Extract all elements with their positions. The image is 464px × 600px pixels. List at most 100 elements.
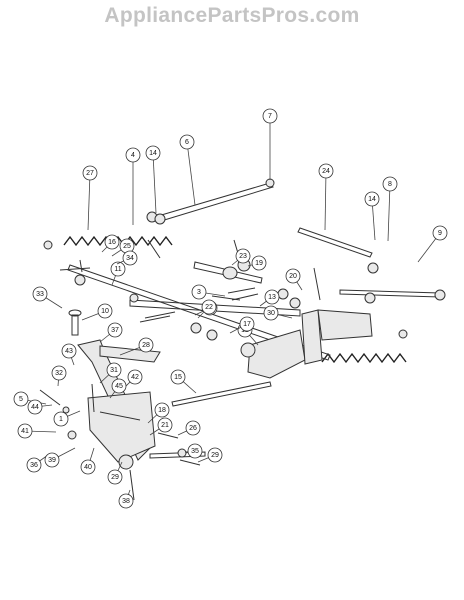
shaft-part (129, 299, 301, 317)
link-part (79, 259, 83, 273)
callout-number: 34 (126, 255, 134, 262)
callout-number: 36 (30, 462, 38, 469)
callout-number: 30 (267, 310, 275, 317)
nut-part (62, 406, 70, 414)
callout-bubble (107, 322, 123, 338)
callout-bubble (122, 250, 138, 266)
bolt-part (129, 469, 135, 501)
callout-number: 38 (122, 498, 130, 505)
bolt-part (91, 383, 95, 413)
callout-33: 33 (32, 286, 63, 309)
callout-31: 31 (99, 362, 122, 384)
callout-number: 14 (368, 196, 376, 203)
plate-part (301, 309, 323, 365)
callout-32: 32 (51, 365, 67, 387)
callout-bubble (264, 289, 280, 305)
nut-part (367, 262, 379, 274)
nut-part (43, 240, 53, 250)
nut-part (129, 293, 139, 303)
callout-number: 3 (197, 289, 201, 296)
callout-number: 44 (31, 404, 39, 411)
nut-part (364, 292, 376, 304)
rod-part (297, 227, 373, 258)
callout-bubble (239, 316, 255, 332)
nut-part (289, 297, 301, 309)
callout-bubble (207, 447, 223, 463)
callout-number: 39 (48, 457, 56, 464)
callout-number: 11 (114, 266, 121, 273)
callout-7: 7 (262, 108, 278, 180)
callout-number: 23 (239, 253, 247, 260)
pin-part (71, 314, 79, 336)
callout-bubble (145, 145, 161, 161)
callout-bubble (110, 261, 126, 277)
callout-bubble (82, 165, 98, 181)
callout-bubble (235, 248, 251, 264)
plate-part (247, 329, 306, 379)
callout-bubble (432, 225, 448, 241)
callout-number: 29 (111, 474, 119, 481)
nut-part (206, 329, 218, 341)
callout-leader-line (186, 141, 196, 206)
nut-part (67, 430, 77, 440)
callout-bubble (26, 457, 42, 473)
callout-number: 16 (108, 239, 116, 246)
bolt-part (157, 432, 179, 439)
callout-bubble (27, 399, 43, 415)
callout-37: 37 (99, 322, 123, 343)
callout-29: 29 (197, 447, 223, 463)
callout-6: 6 (179, 134, 196, 206)
callout-41: 41 (17, 423, 57, 439)
callout-30: 30 (263, 305, 293, 321)
callout-34: 34 (116, 250, 138, 266)
callout-bubble (187, 443, 203, 459)
callout-16: 16 (101, 234, 120, 253)
callout-21: 21 (149, 417, 173, 436)
callout-36: 36 (26, 454, 49, 473)
callout-20: 20 (285, 268, 303, 291)
washer-part (118, 454, 134, 470)
callout-43: 43 (61, 343, 77, 366)
parts-drawing (39, 178, 446, 501)
callout-bubble (106, 362, 122, 378)
callout-number: 15 (174, 374, 182, 381)
rod-part (193, 261, 263, 284)
callout-number: 26 (189, 425, 197, 432)
callout-bubble (104, 234, 120, 250)
callout-bubble (318, 163, 334, 179)
callout-number: 24 (322, 168, 330, 175)
callout-number: 42 (131, 374, 139, 381)
callout-bubble (32, 286, 48, 302)
washer-part (240, 342, 256, 358)
plate-part (317, 309, 373, 341)
spring-part (63, 235, 173, 247)
callout-bubble (107, 469, 123, 485)
callout-45: 45 (109, 378, 127, 399)
callout-number: 1 (59, 416, 63, 423)
nut-part (190, 322, 202, 334)
callout-number: 32 (55, 370, 63, 377)
callout-bubble (154, 402, 170, 418)
callout-bubble (111, 378, 127, 394)
callout-10: 10 (81, 303, 113, 321)
bracket-part (99, 345, 161, 363)
nut-part (265, 178, 275, 188)
pin-part (68, 309, 82, 317)
bushing-part (222, 266, 238, 280)
callout-bubble (251, 255, 267, 271)
callout-number: 17 (243, 321, 251, 328)
callout-number: 28 (142, 342, 150, 349)
callout-bubble (118, 493, 134, 509)
callout-number: 21 (161, 422, 169, 429)
callout-bubble (262, 108, 278, 124)
callout-bubble (285, 268, 301, 284)
callout-bubble (138, 337, 154, 353)
callout-bubble (97, 303, 113, 319)
callout-1: 1 (53, 410, 81, 427)
callout-number: 37 (111, 327, 119, 334)
callout-number: 31 (110, 367, 118, 374)
callout-number: 29 (211, 452, 219, 459)
callout-number: 5 (19, 396, 23, 403)
bolt-part (227, 287, 256, 294)
